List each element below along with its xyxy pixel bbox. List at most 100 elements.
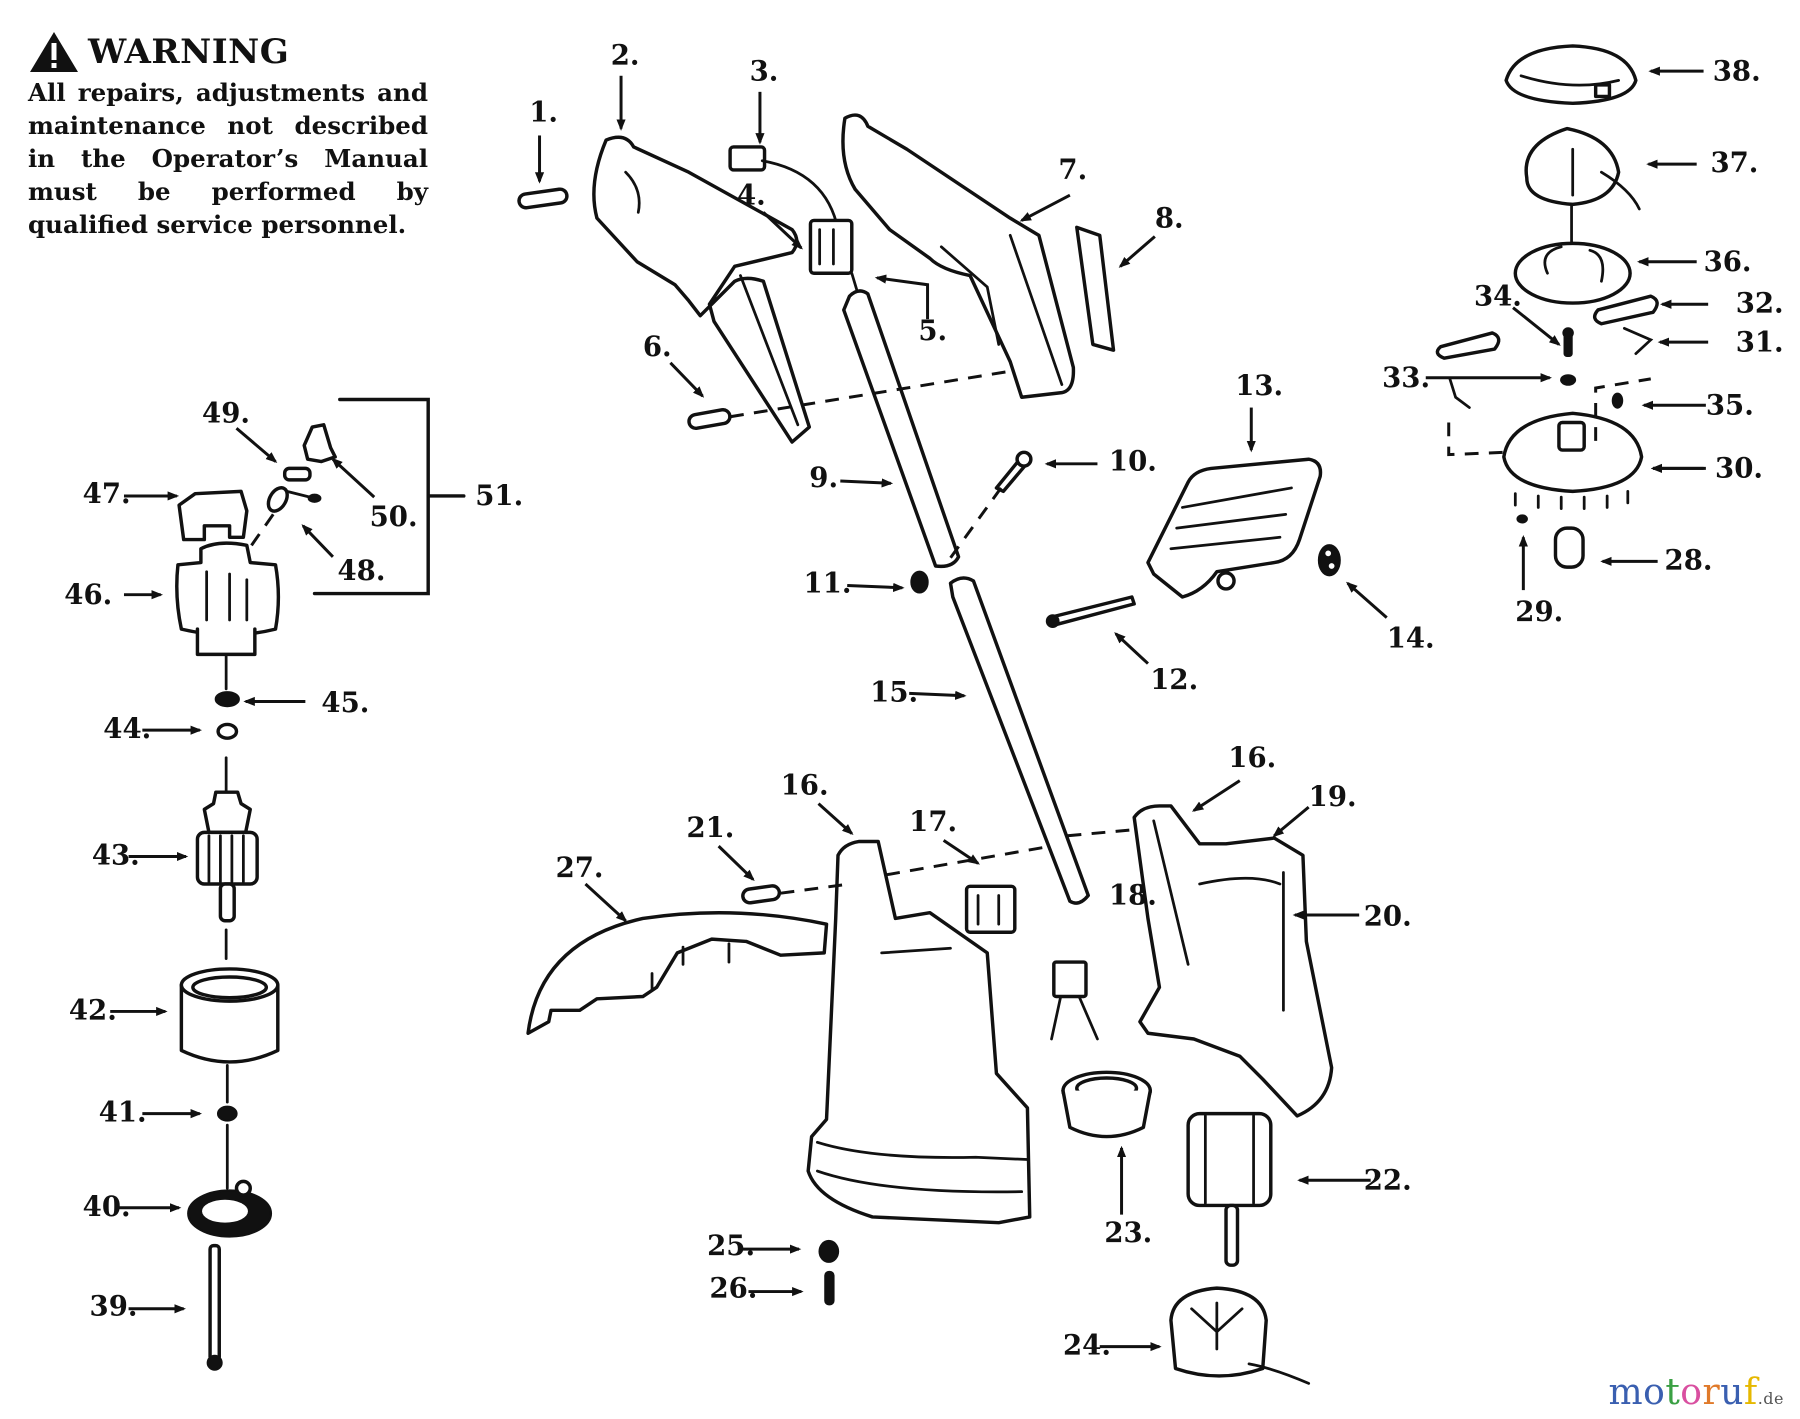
label-part-12: 12. (1150, 664, 1198, 696)
label-part-31: 31. (1736, 326, 1784, 358)
part-37-spool (1524, 126, 1641, 211)
watermark-letter: o (1680, 1372, 1703, 1413)
part-42-magnet-housing (179, 967, 280, 1064)
label-part-44: 44. (103, 713, 151, 745)
label-part-28: 28. (1665, 544, 1713, 576)
part-13-guard-cover (1146, 457, 1323, 599)
part-1-screw (517, 187, 569, 210)
part-11-nut (910, 570, 929, 594)
label-part-34: 34. (1474, 280, 1522, 312)
label-part-33: 33. (1382, 362, 1430, 394)
part-17-clip (964, 884, 1017, 934)
part-23-bearing-ring (1061, 1070, 1152, 1139)
part-18-terminal-block (1050, 960, 1099, 1041)
part-labels: 1. 2. 3. 4. 5. 6. 7. 8. 9. 10. 11. 12. 1… (64, 39, 1783, 1361)
part-34-screw (1562, 327, 1574, 358)
label-part-50: 50. (370, 501, 418, 533)
part-15-lower-shaft (948, 576, 1090, 905)
part-16-motor-housing-right (1132, 804, 1334, 1118)
part-21-screw (741, 884, 782, 905)
leader-arrows (110, 66, 1709, 1352)
warning-triangle-icon (30, 32, 78, 72)
label-part-37: 37. (1710, 147, 1758, 179)
part-39-thru-bolt (206, 1243, 223, 1371)
part-27-grass-guard (526, 911, 829, 1035)
warning-title: WARNING (88, 32, 290, 72)
part-30-spool-housing (1502, 411, 1644, 510)
watermark-letter: t (1665, 1372, 1681, 1413)
label-part-18: 18. (1109, 880, 1157, 912)
label-part-22: 22. (1364, 1164, 1412, 1196)
watermark-letter: f (1743, 1372, 1758, 1413)
part-9-upper-shaft (842, 289, 961, 569)
part-12-bolt (1045, 595, 1136, 628)
label-part-6: 6. (643, 331, 672, 363)
part-10-bolt (994, 450, 1033, 494)
label-part-46: 46. (64, 579, 112, 611)
label-part-27: 27. (556, 852, 604, 884)
part-43-armature (195, 790, 259, 923)
warning-text: All repairs, adjustments and maintenance… (28, 78, 428, 239)
connector-line (239, 513, 275, 562)
label-part-7: 7. (1058, 154, 1087, 186)
warning-header: WARNING (28, 30, 428, 74)
part-36-spool-spring-plate (1513, 241, 1632, 305)
label-part-15: 15. (870, 676, 918, 708)
label-part-19: 19. (1309, 781, 1357, 813)
part-35-spring (1611, 392, 1624, 409)
part-41-washer (216, 1105, 238, 1122)
connector-line (1594, 377, 1652, 441)
part-24-fan-housing (1169, 1286, 1311, 1385)
label-part-13: 13. (1235, 370, 1283, 402)
label-part-1: 1. (529, 97, 558, 129)
label-part-3: 3. (750, 55, 779, 87)
label-part-10: 10. (1109, 446, 1157, 478)
part-33-line-eyelet (1435, 331, 1501, 409)
label-part-41: 41. (99, 1097, 147, 1129)
connector-line (885, 845, 1045, 877)
label-part-47: 47. (83, 478, 131, 510)
label-part-20: 20. (1364, 900, 1412, 932)
label-part-29: 29. (1515, 596, 1563, 628)
part-44-washer (216, 722, 239, 740)
label-part-42: 42. (69, 994, 117, 1026)
label-part-43: 43. (92, 839, 140, 871)
label-part-16-right: 16. (1228, 742, 1276, 774)
label-part-38: 38. (1713, 55, 1761, 87)
part-22-motor (1186, 1111, 1273, 1267)
part-7-handle-half-right (841, 113, 1076, 399)
connector-line (1447, 422, 1504, 457)
part-26-screw (824, 1270, 835, 1306)
part-14-knob (1317, 544, 1341, 577)
part-45-washer (214, 691, 240, 708)
watermark-letter: o (1643, 1372, 1666, 1413)
part-28-bump-knob (1553, 526, 1585, 569)
part-29-pin (1516, 514, 1528, 524)
part-50-brush-terminal (302, 423, 337, 464)
part-16-motor-housing-left (806, 839, 1032, 1225)
part-46-motor-end-cap (175, 541, 281, 657)
label-part-45: 45. (321, 687, 369, 719)
part-40-end-bell (187, 1179, 273, 1238)
label-part-4: 4. (737, 179, 766, 211)
connector-line (945, 487, 1003, 564)
warning-box: WARNING All repairs, adjustments and mai… (28, 30, 428, 241)
part-38-spool-cover (1504, 44, 1638, 106)
part-31-spring-clip (1622, 326, 1654, 355)
part-6-screw (687, 408, 732, 431)
label-part-25: 25. (707, 1230, 755, 1262)
part-47-brush-holder-cap (177, 489, 249, 542)
part-33-washer (1560, 374, 1577, 386)
label-part-5: 5. (918, 315, 947, 347)
label-part-16-left: 16. (781, 769, 829, 801)
part-4-switch-lock (808, 218, 854, 275)
label-part-32: 32. (1736, 287, 1784, 319)
part-49-terminal (282, 466, 312, 482)
label-part-51: 51. (475, 480, 523, 512)
watermark-letter: m (1608, 1372, 1644, 1413)
part-32-line-eyelet (1592, 294, 1659, 326)
label-part-17: 17. (909, 806, 957, 838)
label-part-35: 35. (1706, 389, 1754, 421)
label-part-36: 36. (1704, 246, 1752, 278)
